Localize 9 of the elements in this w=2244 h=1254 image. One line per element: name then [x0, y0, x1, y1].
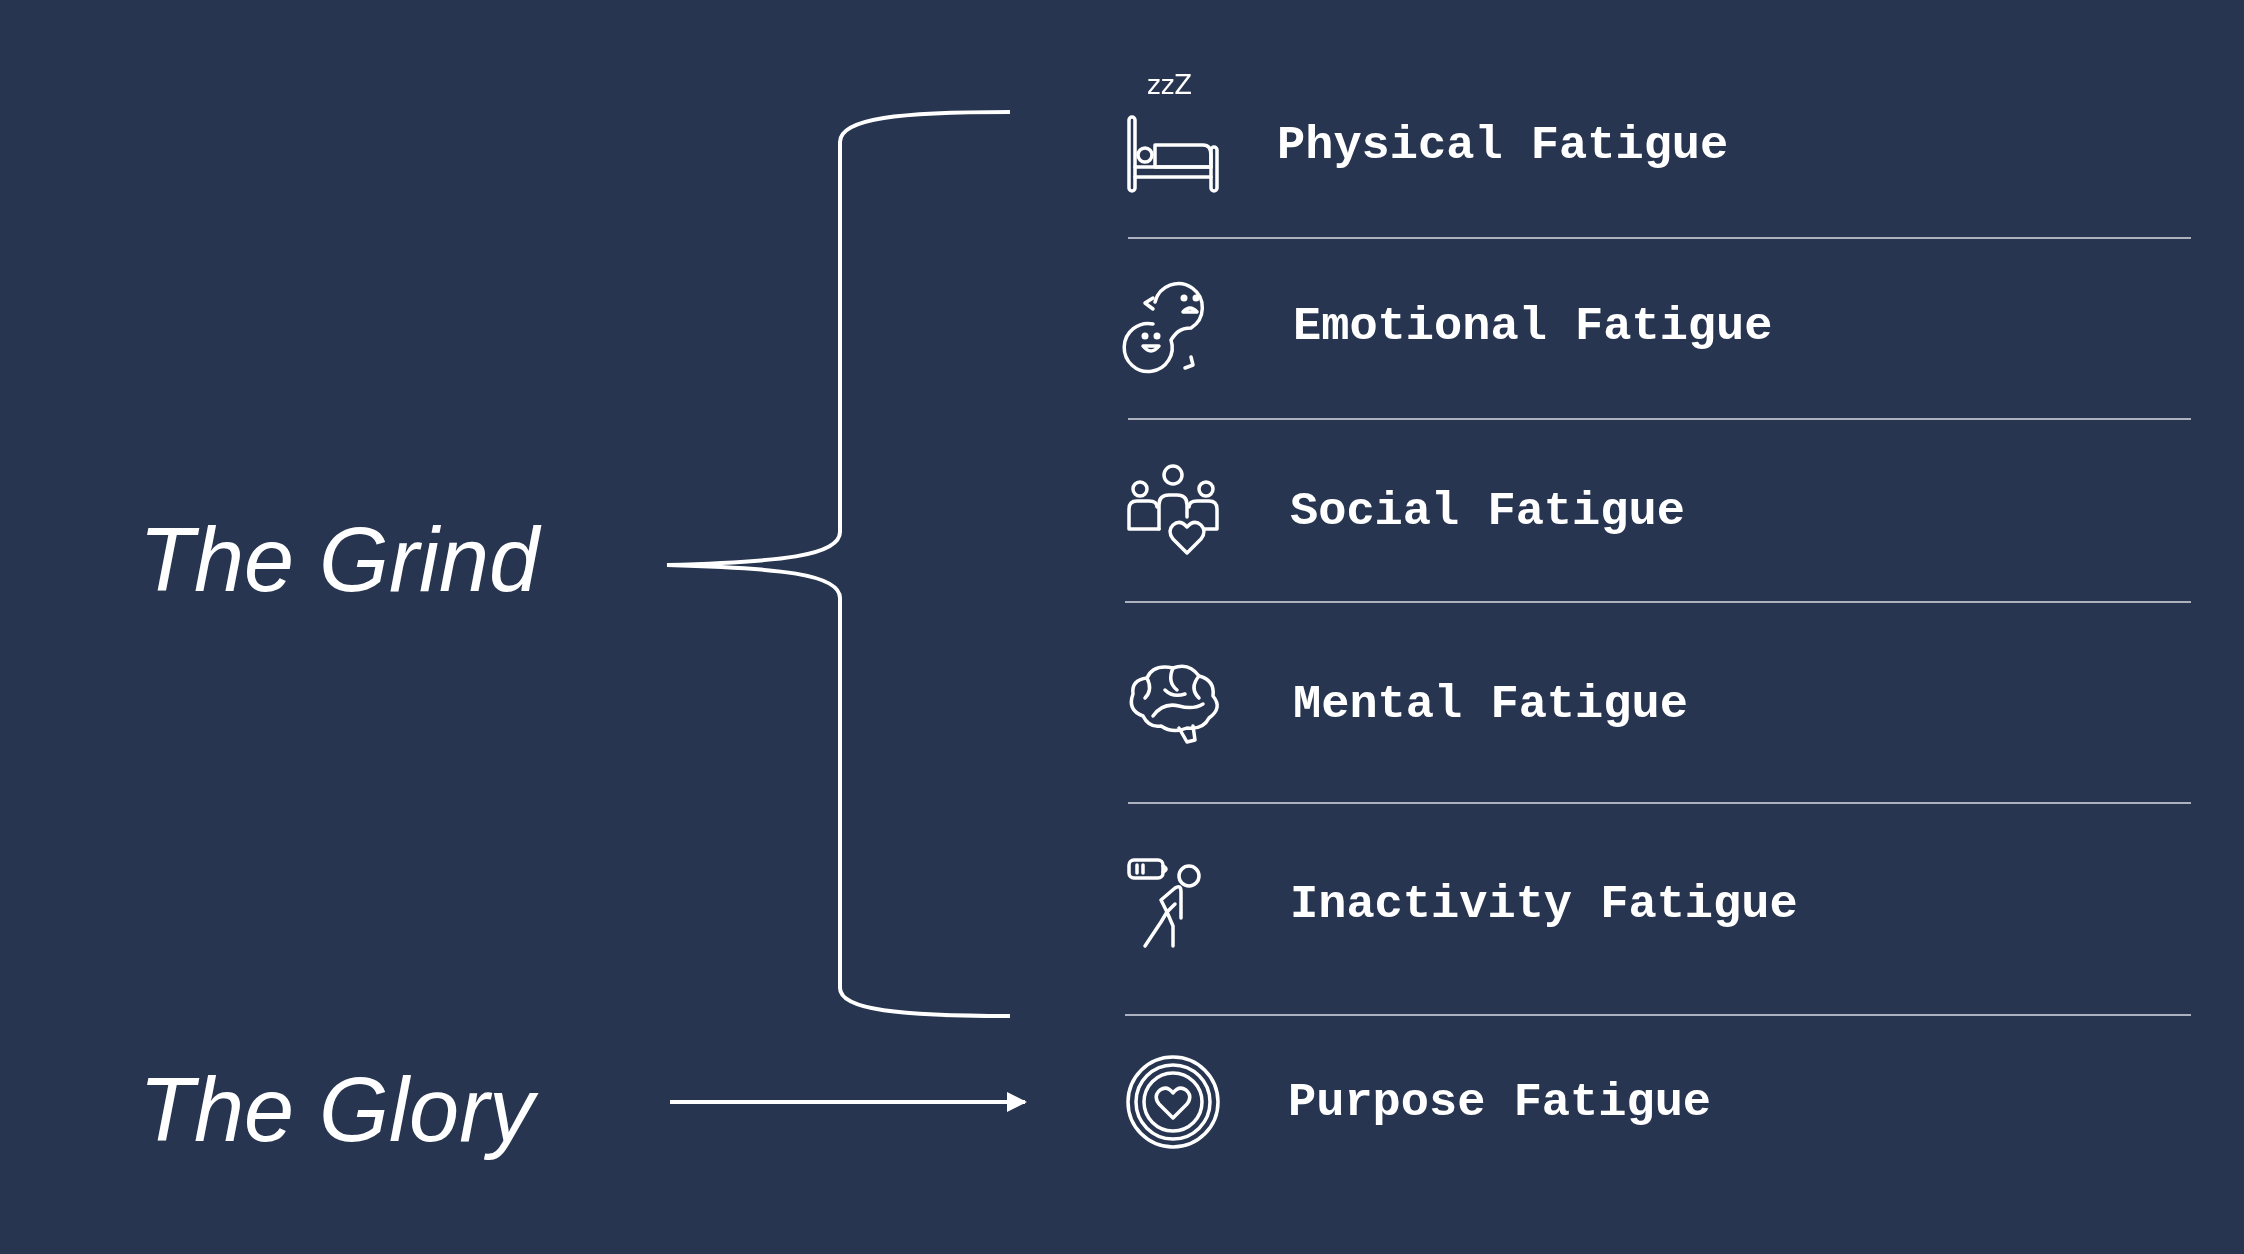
fatigue-label: Purpose Fatigue — [1288, 1075, 1712, 1129]
fatigue-label: Social Fatigue — [1290, 484, 1685, 538]
sleep-zzz-text: zzZ — [1147, 70, 1193, 100]
fatigue-label: Mental Fatigue — [1293, 677, 1688, 731]
fatigue-label: Emotional Fatigue — [1293, 299, 1773, 353]
fatigue-label: Inactivity Fatigue — [1290, 877, 1798, 931]
arrow — [670, 1092, 1027, 1112]
fatigue-label: Physical Fatigue — [1277, 118, 1729, 172]
heading-text: The Grind — [139, 508, 540, 612]
